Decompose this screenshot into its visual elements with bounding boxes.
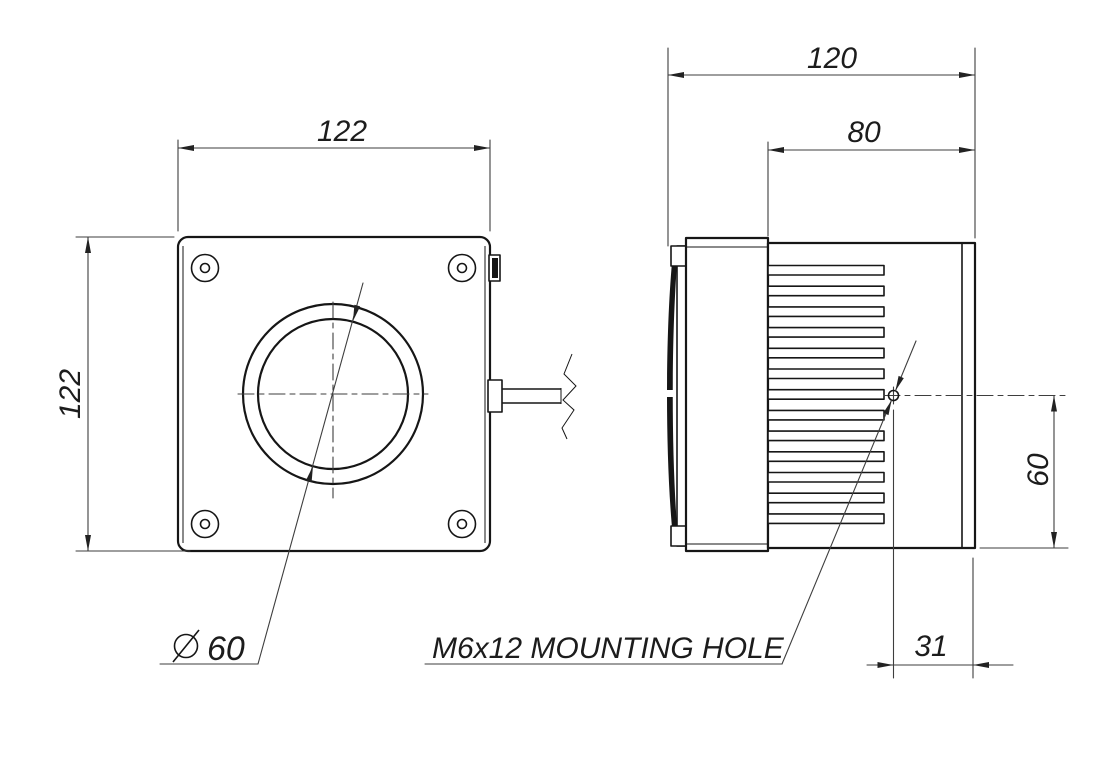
front-view: 122 122 60 <box>54 115 577 668</box>
side-depth-dimension: 120 <box>667 42 976 247</box>
mounting-hole-leader <box>781 340 917 665</box>
hole-offset-label: 31 <box>914 630 947 663</box>
side-depth-label: 120 <box>807 42 857 75</box>
cable <box>502 388 562 404</box>
hole-height-dimension: 60 <box>979 394 1069 549</box>
cable-break-symbol <box>561 353 577 440</box>
mounting-hole <box>887 389 900 402</box>
mounting-note-label: M6x12 MOUNTING HOLE <box>432 632 785 665</box>
cable-gland <box>487 379 503 413</box>
aperture-diameter-callout: 60 <box>159 282 364 668</box>
mounting-hole-note: M6x12 MOUNTING HOLE <box>424 632 785 665</box>
hole-height-label: 60 <box>1022 453 1055 487</box>
corner-screw-hole <box>447 509 477 539</box>
aperture-diameter-label: 60 <box>207 630 245 668</box>
front-width-label: 122 <box>317 115 367 148</box>
corner-screw-hole <box>190 253 220 283</box>
heatsink-depth-label: 80 <box>847 116 881 149</box>
front-housing <box>684 236 770 553</box>
corner-screw-hole <box>190 509 220 539</box>
front-width-dimension: 122 <box>177 115 491 232</box>
front-height-label: 122 <box>54 369 87 419</box>
corner-screw-hole <box>447 253 477 283</box>
heatsink-fins <box>767 264 885 525</box>
diameter-symbol-icon <box>172 629 200 663</box>
lens-centerline-gap <box>666 390 679 397</box>
hole-offset-dimension: 31 <box>866 409 1014 679</box>
heatsink-depth-dimension: 80 <box>767 116 976 237</box>
top-connector <box>488 254 501 282</box>
front-height-dimension: 122 <box>54 236 191 552</box>
side-view: 120 80 60 31 M <box>424 42 1069 679</box>
